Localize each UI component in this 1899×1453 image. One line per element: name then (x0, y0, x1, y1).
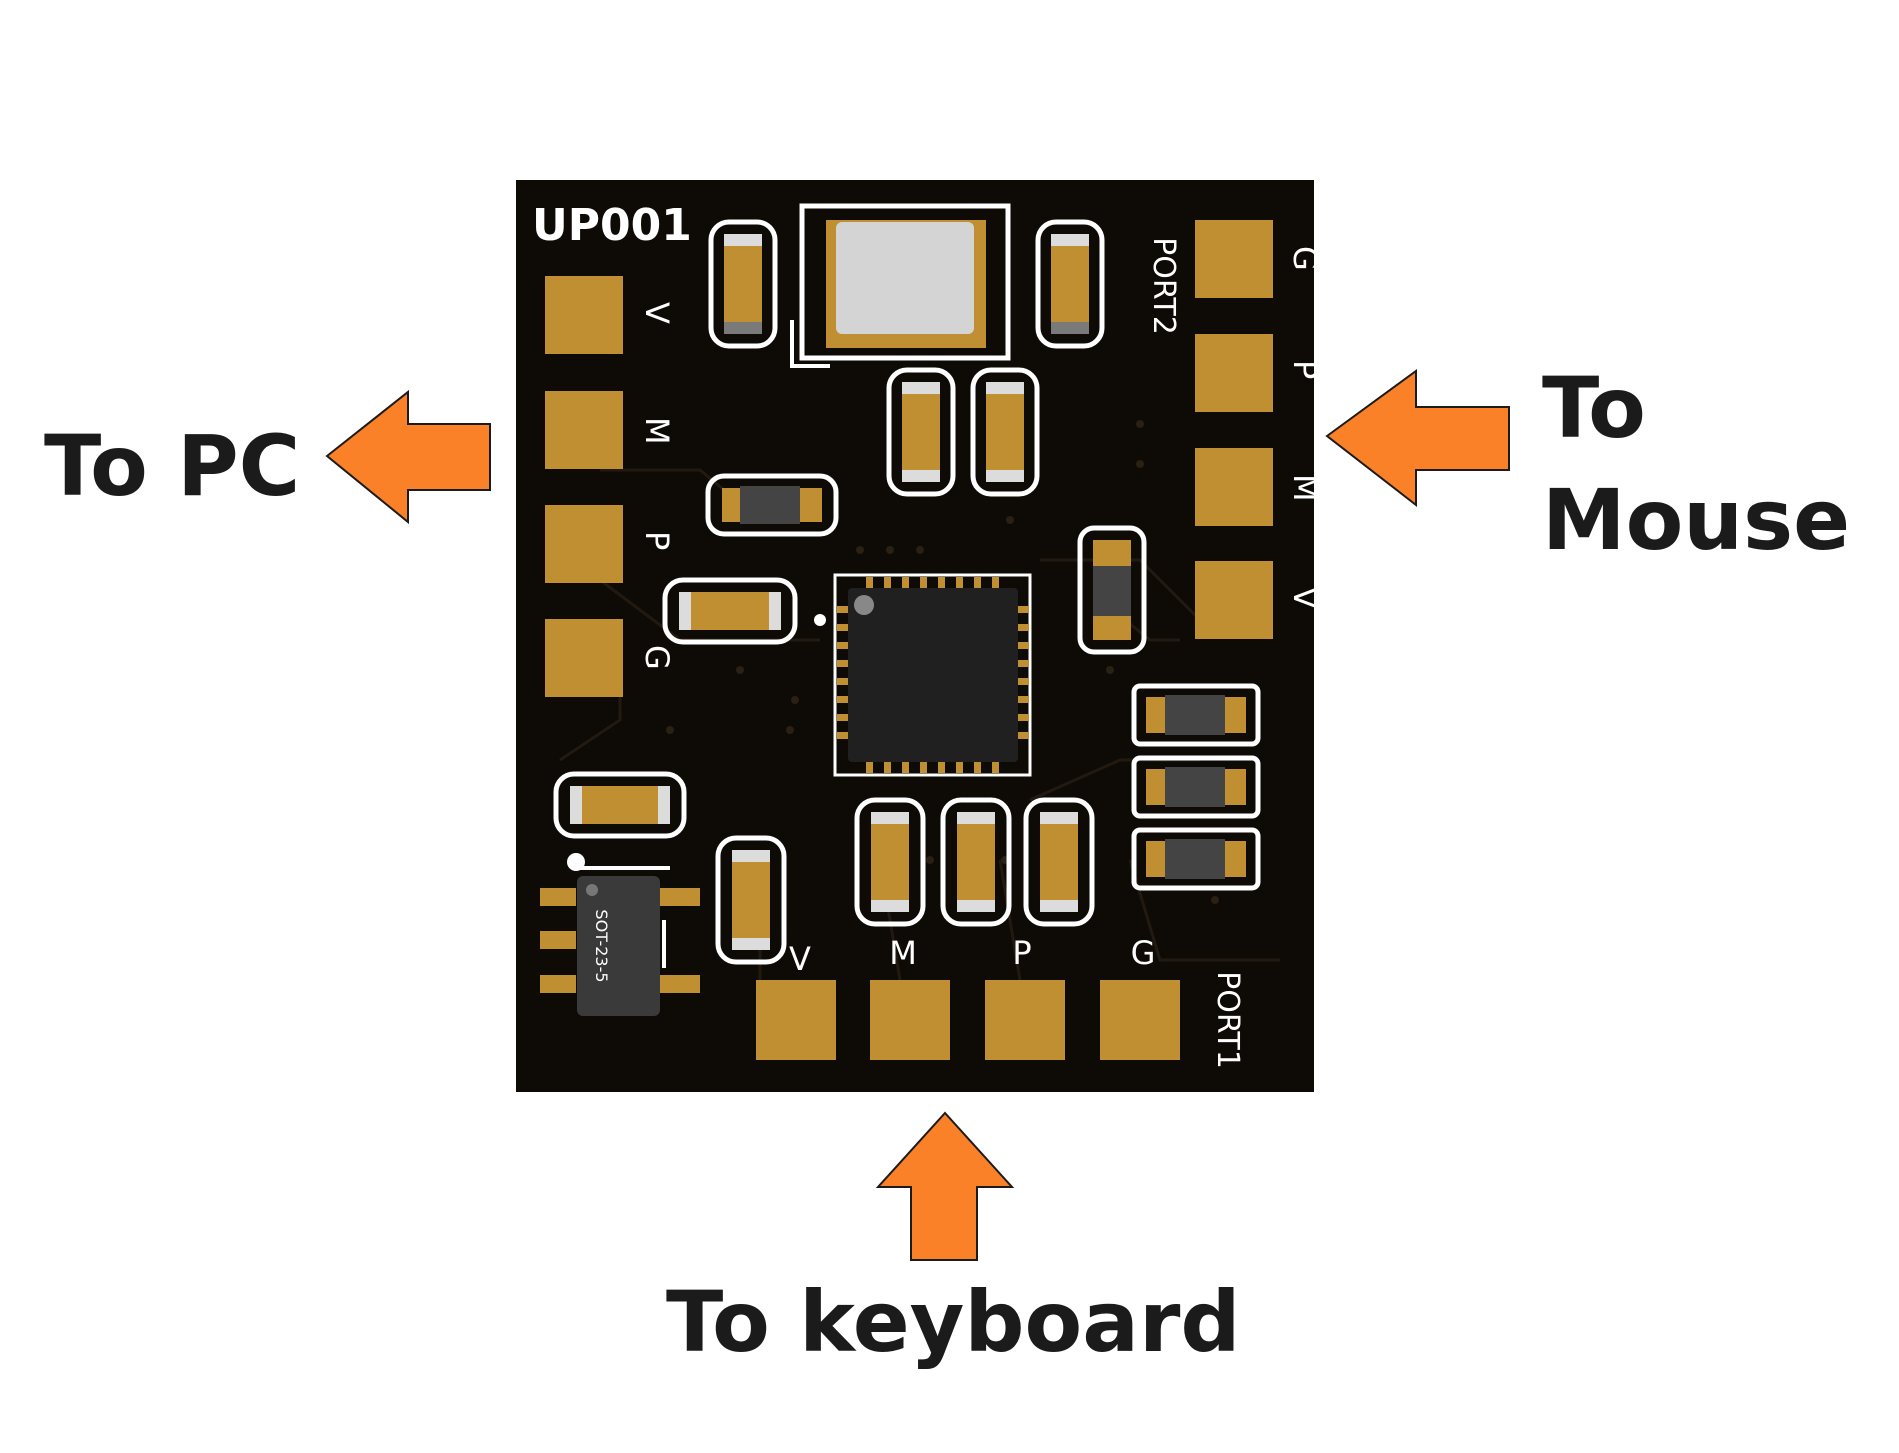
bottom-pad-v (756, 980, 836, 1060)
right-connector: G P M V PORT2 (1146, 220, 1324, 639)
to-mouse-label-line2: Mouse (1542, 471, 1851, 569)
bottom-pad-g (1100, 980, 1180, 1060)
right-pad-v (1195, 561, 1273, 639)
bottom-pin-label-v: V (789, 940, 811, 978)
left-pad-m (545, 391, 623, 469)
to-pc-label: To PC (44, 417, 301, 515)
capacitor-c9 (553, 771, 687, 839)
bottom-pin-label-g: G (1131, 934, 1156, 972)
pcb-vias (666, 420, 1219, 904)
arrow-to-mouse (1325, 369, 1510, 508)
board-id-label: UP001 (532, 200, 692, 251)
bottom-pin-label-m: M (889, 934, 917, 972)
to-keyboard-label: To keyboard (666, 1273, 1241, 1371)
right-pad-m (1195, 448, 1273, 526)
bottom-pad-m (870, 980, 950, 1060)
arrow-to-pc (325, 389, 491, 525)
arrow-to-keyboard (875, 1111, 1015, 1261)
capacitor-c1 (708, 219, 778, 349)
port2-label: PORT2 (1146, 237, 1181, 335)
left-connector: V M P G (545, 276, 676, 697)
right-pin-label-g: G (1286, 246, 1324, 271)
capacitor-c10 (715, 835, 787, 965)
left-pad-g (545, 619, 623, 697)
left-pin-label-p: P (638, 531, 676, 550)
left-pin-label-g: G (638, 645, 676, 670)
bottom-connector: V M P G PORT1 (756, 934, 1245, 1069)
bottom-pin-label-p: P (1012, 934, 1031, 972)
right-pad-p (1195, 334, 1273, 412)
crystal-oscillator (790, 203, 1011, 368)
right-pin-label-p: P (1286, 360, 1324, 379)
capacitor-c7 (940, 797, 1012, 927)
resistor-r1 (705, 473, 839, 537)
capacitor-c4 (970, 367, 1040, 497)
capacitor-c3 (886, 367, 956, 497)
right-pad-g (1195, 220, 1273, 298)
regulator-sot23: SOT-23-5 (540, 853, 700, 1016)
left-pad-p (545, 505, 623, 583)
to-mouse-label-line1: To (1542, 359, 1646, 457)
microcontroller-qfn (833, 573, 1032, 777)
capacitor-c6 (854, 797, 926, 927)
right-pin-label-m: M (1286, 474, 1324, 502)
resistor-r5 (1131, 827, 1261, 891)
port1-label: PORT1 (1210, 971, 1245, 1069)
left-pad-v (545, 276, 623, 354)
resistor-r3 (1131, 683, 1261, 747)
left-pin-label-m: M (638, 417, 676, 445)
right-pin-label-v: V (1286, 587, 1324, 609)
capacitor-c2 (1035, 219, 1105, 349)
resistor-r4 (1131, 755, 1261, 819)
resistor-r2 (1077, 525, 1147, 655)
capacitor-c8 (1023, 797, 1095, 927)
capacitor-c5 (662, 577, 826, 645)
left-pin-label-v: V (638, 302, 676, 324)
regulator-label: SOT-23-5 (592, 909, 611, 982)
bottom-pad-p (985, 980, 1065, 1060)
